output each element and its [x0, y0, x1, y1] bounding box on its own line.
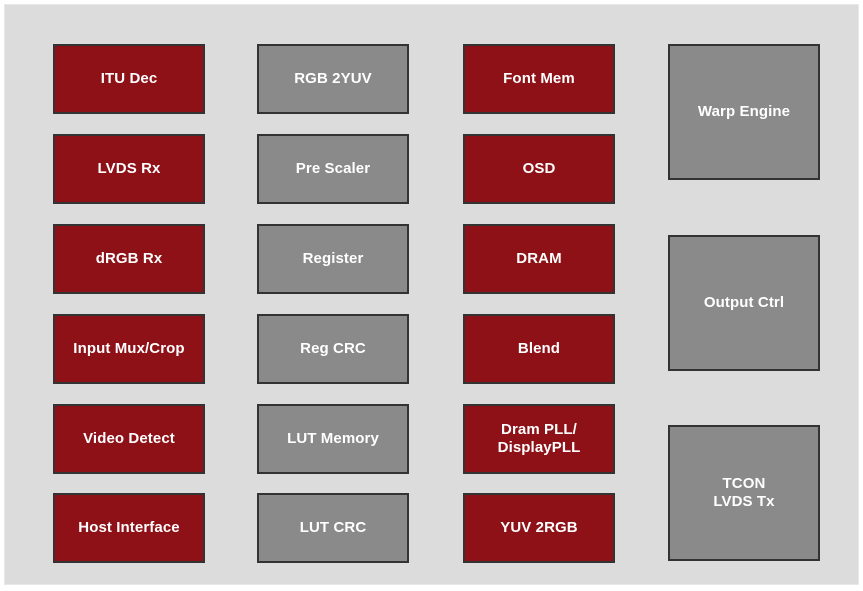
block-label: Reg CRC [300, 339, 366, 357]
block-itu-dec[interactable]: ITU Dec [53, 44, 205, 114]
block-lut-memory[interactable]: LUT Memory [257, 404, 409, 474]
block-lvds-rx[interactable]: LVDS Rx [53, 134, 205, 204]
block-pre-scaler[interactable]: Pre Scaler [257, 134, 409, 204]
block-label: Font Mem [503, 69, 575, 87]
block-dram[interactable]: DRAM [463, 224, 615, 294]
block-label: DRAM [516, 249, 562, 267]
block-label: Host Interface [78, 518, 180, 536]
block-yuv-2rgb[interactable]: YUV 2RGB [463, 493, 615, 563]
block-font-mem[interactable]: Font Mem [463, 44, 615, 114]
block-label: dRGB Rx [95, 249, 163, 267]
block-blend[interactable]: Blend [463, 314, 615, 384]
block-drgb-rx[interactable]: dRGB Rx [53, 224, 205, 294]
block-dram-pll-display-pll[interactable]: Dram PLL/ DisplayPLL [463, 404, 615, 474]
block-label: Warp Engine [697, 102, 791, 120]
block-label: LVDS Rx [97, 159, 161, 177]
block-label: Dram PLL/ DisplayPLL [497, 420, 581, 456]
block-label: RGB 2YUV [294, 69, 372, 87]
block-video-detect[interactable]: Video Detect [53, 404, 205, 474]
block-label: ITU Dec [100, 69, 158, 87]
block-label: Video Detect [83, 429, 175, 447]
block-label: OSD [522, 159, 556, 177]
block-label: LUT CRC [299, 518, 367, 536]
diagram-panel: ITU Dec LVDS Rx dRGB Rx Input Mux/Crop V… [4, 4, 859, 585]
block-output-ctrl[interactable]: Output Ctrl [668, 235, 820, 371]
block-label: Register [302, 249, 364, 267]
block-label: LUT Memory [287, 429, 379, 447]
block-label: TCON LVDS Tx [713, 474, 775, 510]
block-label: Pre Scaler [295, 159, 371, 177]
block-input-mux-crop[interactable]: Input Mux/Crop [53, 314, 205, 384]
block-label: Output Ctrl [703, 293, 785, 311]
block-warp-engine[interactable]: Warp Engine [668, 44, 820, 180]
block-tcon-lvds-tx[interactable]: TCON LVDS Tx [668, 425, 820, 561]
block-host-interface[interactable]: Host Interface [53, 493, 205, 563]
block-lut-crc[interactable]: LUT CRC [257, 493, 409, 563]
block-reg-crc[interactable]: Reg CRC [257, 314, 409, 384]
block-label: Blend [517, 339, 561, 357]
block-label: Input Mux/Crop [73, 339, 185, 357]
block-register[interactable]: Register [257, 224, 409, 294]
block-osd[interactable]: OSD [463, 134, 615, 204]
block-label: YUV 2RGB [500, 518, 578, 536]
block-rgb-2yuv[interactable]: RGB 2YUV [257, 44, 409, 114]
